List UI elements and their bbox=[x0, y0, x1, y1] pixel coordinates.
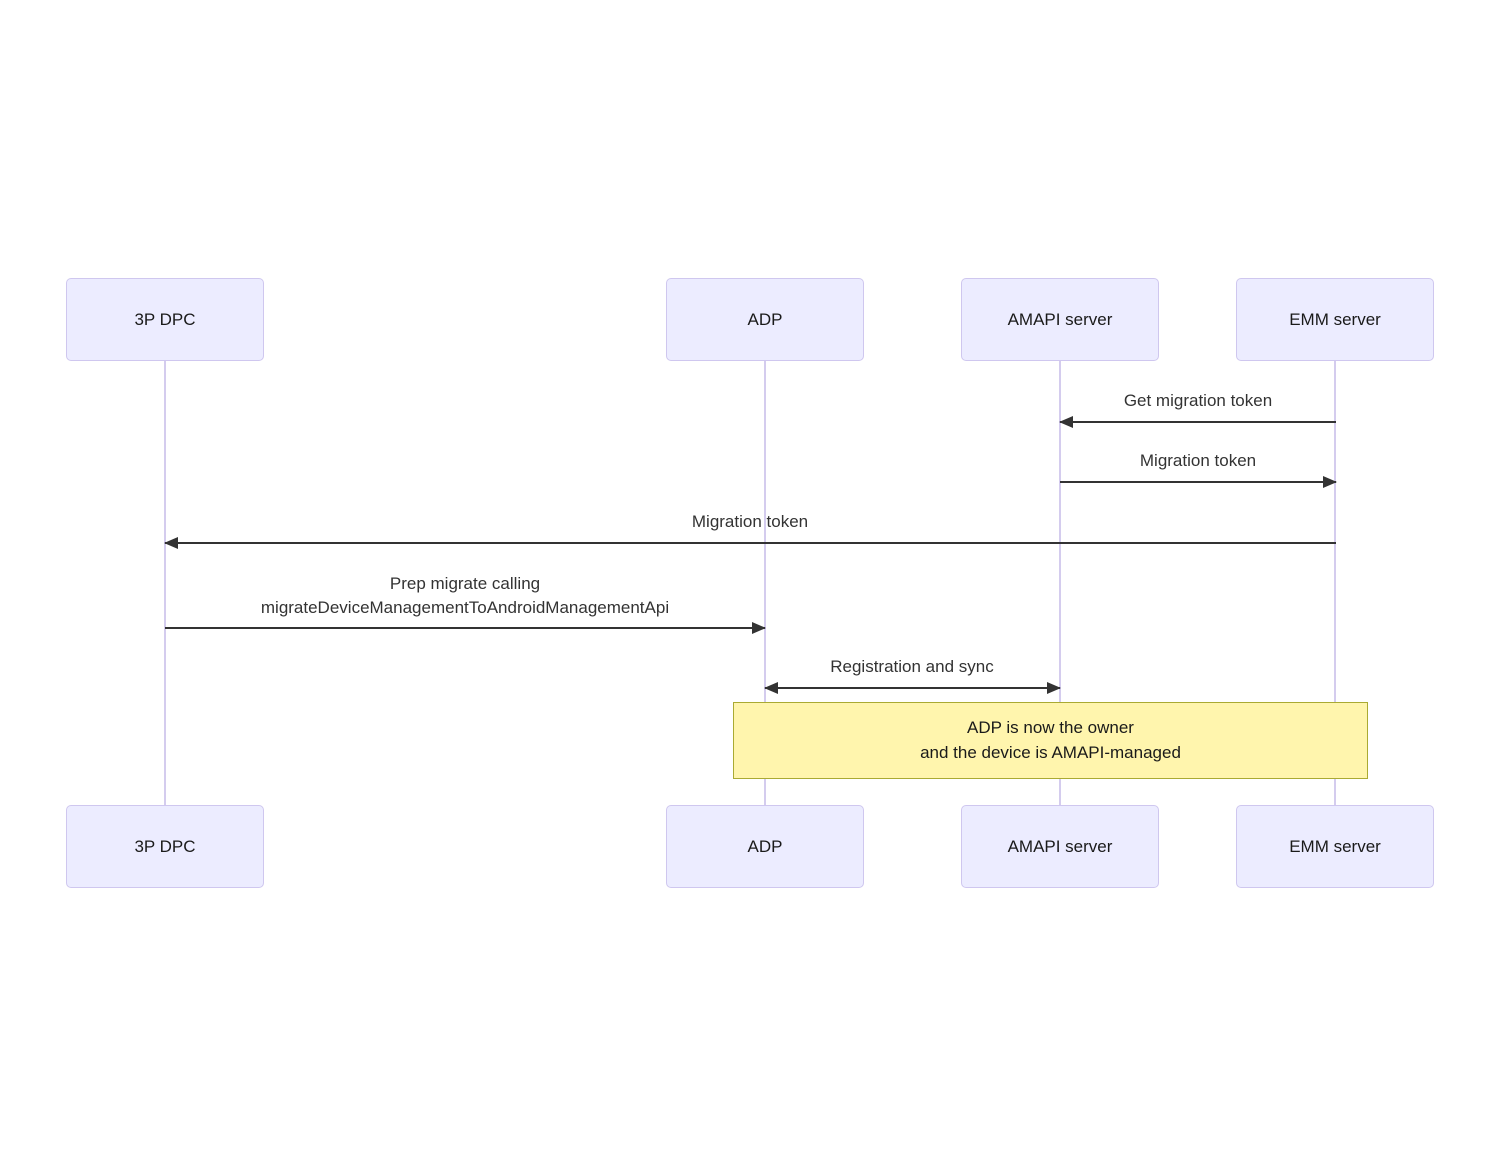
arrowhead-left-icon bbox=[1059, 416, 1073, 428]
message-arrow-get-migration-token bbox=[1059, 416, 1336, 428]
actor-label: ADP bbox=[747, 836, 783, 856]
note-line1: ADP is now the owner bbox=[967, 718, 1134, 737]
actor-bottom-3p-dpc: 3P DPC bbox=[66, 805, 264, 888]
message-label-migration-token-emm-dpc: Migration token bbox=[691, 512, 809, 531]
lifeline-amapi-server bbox=[1059, 361, 1061, 805]
actor-label: EMM server bbox=[1289, 309, 1381, 329]
arrowhead-right-icon bbox=[1047, 682, 1061, 694]
arrowhead-right-icon bbox=[752, 622, 766, 634]
message-arrow-prep-migrate bbox=[165, 622, 766, 634]
actor-bottom-adp: ADP bbox=[666, 805, 864, 888]
actor-bottom-amapi-server: AMAPI server bbox=[961, 805, 1159, 888]
message-arrow-migration-token-amapi-emm bbox=[1060, 476, 1337, 488]
note-line2: and the device is AMAPI-managed bbox=[920, 743, 1181, 762]
actor-top-emm-server: EMM server bbox=[1236, 278, 1434, 361]
actor-top-adp: ADP bbox=[666, 278, 864, 361]
message-label-get-migration-token: Get migration token bbox=[1123, 391, 1273, 410]
actor-label: EMM server bbox=[1289, 836, 1381, 856]
note-adp-owner: ADP is now the owner and the device is A… bbox=[733, 702, 1368, 779]
message-arrow-migration-token-emm-dpc bbox=[164, 537, 1336, 549]
message-label-migration-token-amapi-emm: Migration token bbox=[1139, 451, 1257, 470]
lifeline-emm-server bbox=[1334, 361, 1336, 805]
message-label-prep-migrate: Prep migrate calling migrateDeviceManage… bbox=[190, 572, 740, 620]
message-arrow-registration-and-sync bbox=[764, 682, 1061, 694]
actor-label: 3P DPC bbox=[134, 836, 196, 856]
actor-top-3p-dpc: 3P DPC bbox=[66, 278, 264, 361]
actor-label: AMAPI server bbox=[1007, 309, 1113, 329]
actor-top-amapi-server: AMAPI server bbox=[961, 278, 1159, 361]
arrowhead-right-icon bbox=[1323, 476, 1337, 488]
actor-label: 3P DPC bbox=[134, 309, 196, 329]
lifeline-3p-dpc bbox=[164, 361, 166, 805]
message-label-line1: Prep migrate calling bbox=[389, 574, 541, 593]
actor-bottom-emm-server: EMM server bbox=[1236, 805, 1434, 888]
actor-label: AMAPI server bbox=[1007, 836, 1113, 856]
arrowhead-left-icon bbox=[764, 682, 778, 694]
arrowhead-left-icon bbox=[164, 537, 178, 549]
actor-label: ADP bbox=[747, 309, 783, 329]
message-label-registration-and-sync: Registration and sync bbox=[830, 657, 994, 676]
message-label-line2: migrateDeviceManagementToAndroidManageme… bbox=[260, 598, 670, 617]
lifeline-adp bbox=[764, 361, 766, 805]
